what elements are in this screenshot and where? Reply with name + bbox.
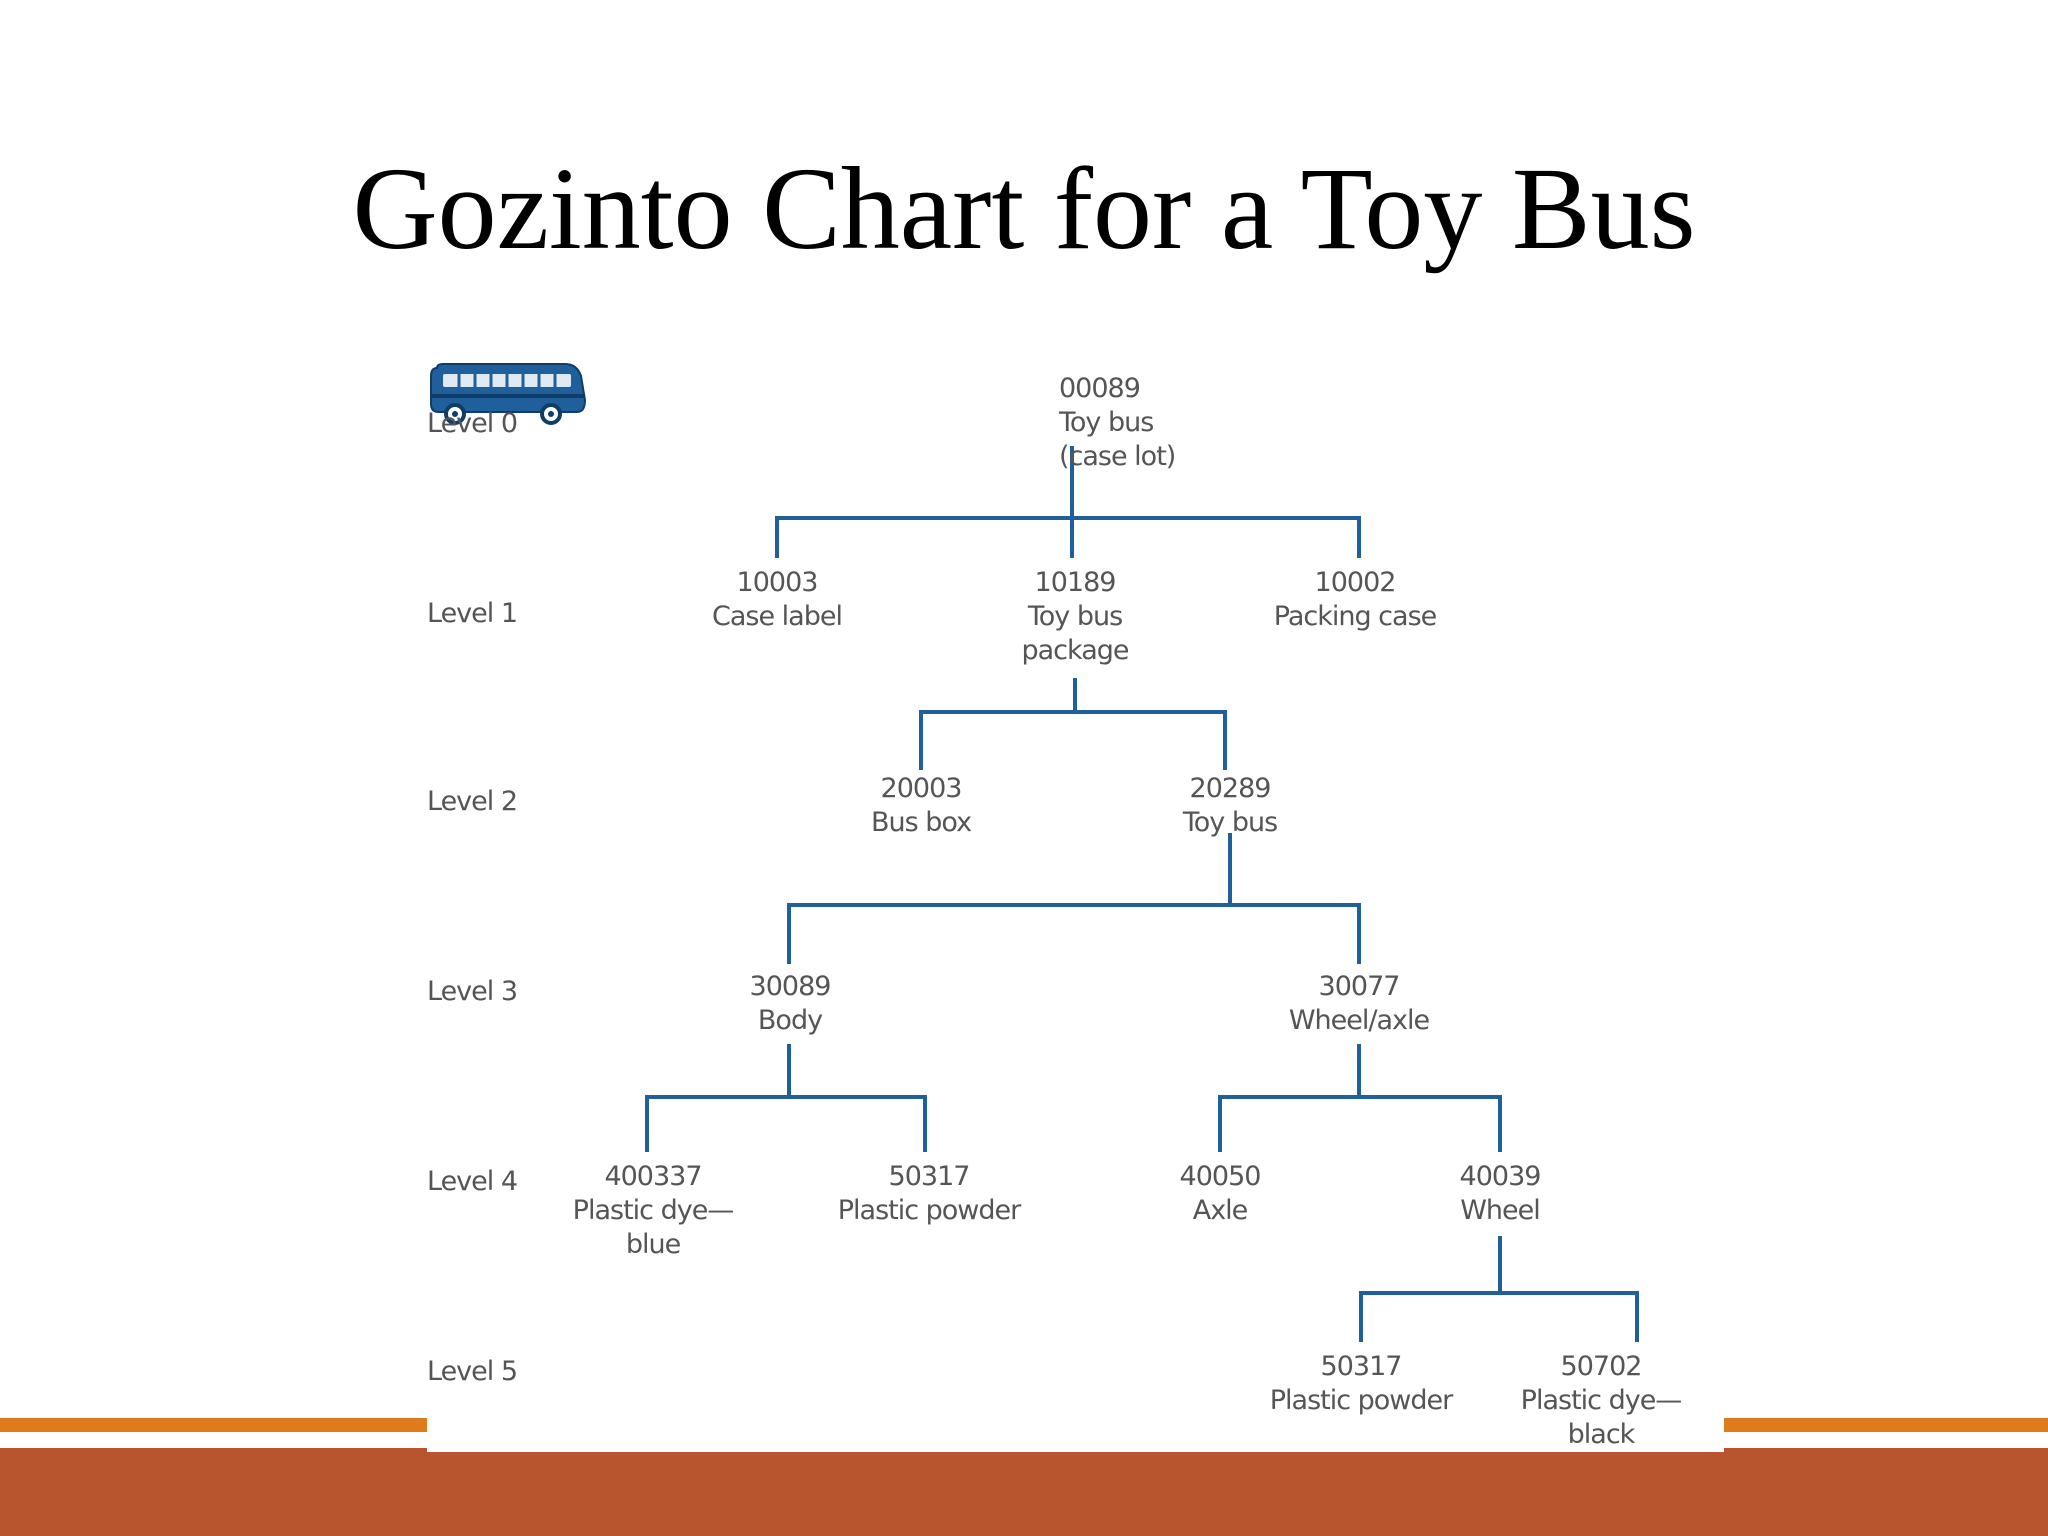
node-40050: 40050 Axle [1100,1160,1340,1228]
node-name: Wheel [1460,1195,1541,1226]
node-code: 40050 [1179,1161,1262,1192]
node-code: 20003 [880,773,963,804]
level-label-0: Level 0 [427,408,518,439]
node-name: Bus box [870,807,972,838]
slide-title: Gozinto Chart for a Toy Bus [352,143,1696,274]
node-name: Plastic dye— [572,1195,735,1226]
node-name: Axle [1192,1195,1249,1226]
node-code: 40039 [1459,1161,1542,1192]
node-code: 50317 [1320,1351,1403,1382]
connector-lines [645,446,1639,1342]
node-code: 00089 [1059,373,1141,404]
node-400337: 400337 Plastic dye— blue [533,1160,773,1262]
node-20289: 20289 Toy bus [1110,772,1350,840]
node-code: 10003 [736,567,819,598]
node-code: 30089 [749,971,832,1002]
node-name-line2: package [1021,635,1130,666]
level-label-1: Level 1 [427,598,518,629]
node-name: Body [757,1005,823,1036]
node-code: 20289 [1189,773,1272,804]
node-50317-body: 50317 Plastic powder [809,1160,1049,1228]
node-code: 10002 [1314,567,1397,598]
node-30089: 30089 Body [670,970,910,1038]
node-00089: 00089 Toy bus (case lot) [1029,372,1239,474]
node-name: Plastic powder [1269,1385,1454,1416]
node-name: Toy bus [1027,601,1123,632]
toy-bus-icon [430,363,587,425]
level-label-5: Level 5 [427,1356,518,1387]
level-label-2: Level 2 [427,786,518,817]
node-40039: 40039 Wheel [1380,1160,1620,1228]
node-code: 50317 [888,1161,971,1192]
level-label-4: Level 4 [427,1166,518,1197]
node-10002: 10002 Packing case [1235,566,1475,634]
node-code: 30077 [1318,971,1401,1002]
node-10003: 10003 Case label [657,566,897,634]
gozinto-chart: Level 0 Level 1 Level 2 Level 3 Level 4 … [427,360,1724,1452]
node-name: Plastic dye— [1520,1385,1683,1416]
node-20003: 20003 Bus box [801,772,1041,840]
node-50317-wheel: 50317 Plastic powder [1241,1350,1481,1418]
node-name: Plastic powder [837,1195,1022,1226]
footer-band [0,1448,2048,1536]
node-name-line2: (case lot) [1059,441,1176,472]
node-name: Wheel/axle [1288,1005,1430,1036]
node-name-line2: black [1567,1419,1636,1450]
level-label-3: Level 3 [427,976,518,1007]
node-name: Toy bus [1059,407,1154,438]
node-code: 50702 [1560,1351,1643,1382]
node-name: Packing case [1273,601,1438,632]
node-name: Toy bus [1182,807,1278,838]
node-code: 10189 [1034,567,1117,598]
node-name: Case label [712,601,843,632]
node-30077: 30077 Wheel/axle [1239,970,1479,1038]
node-code: 400337 [604,1161,702,1192]
node-50702: 50702 Plastic dye— black [1481,1350,1721,1452]
node-name-line2: blue [625,1229,681,1260]
node-10189: 10189 Toy bus package [955,566,1195,668]
